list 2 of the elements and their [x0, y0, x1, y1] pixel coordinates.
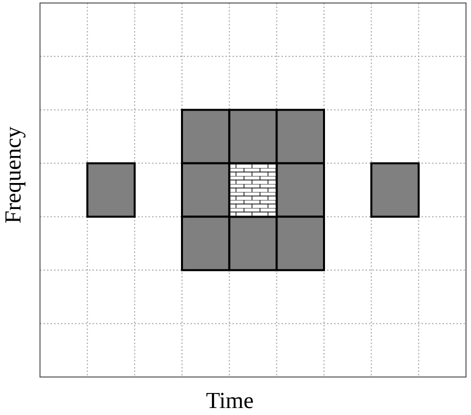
- axis-label: Frequency: [0, 126, 26, 224]
- axis-label: Time: [206, 388, 254, 414]
